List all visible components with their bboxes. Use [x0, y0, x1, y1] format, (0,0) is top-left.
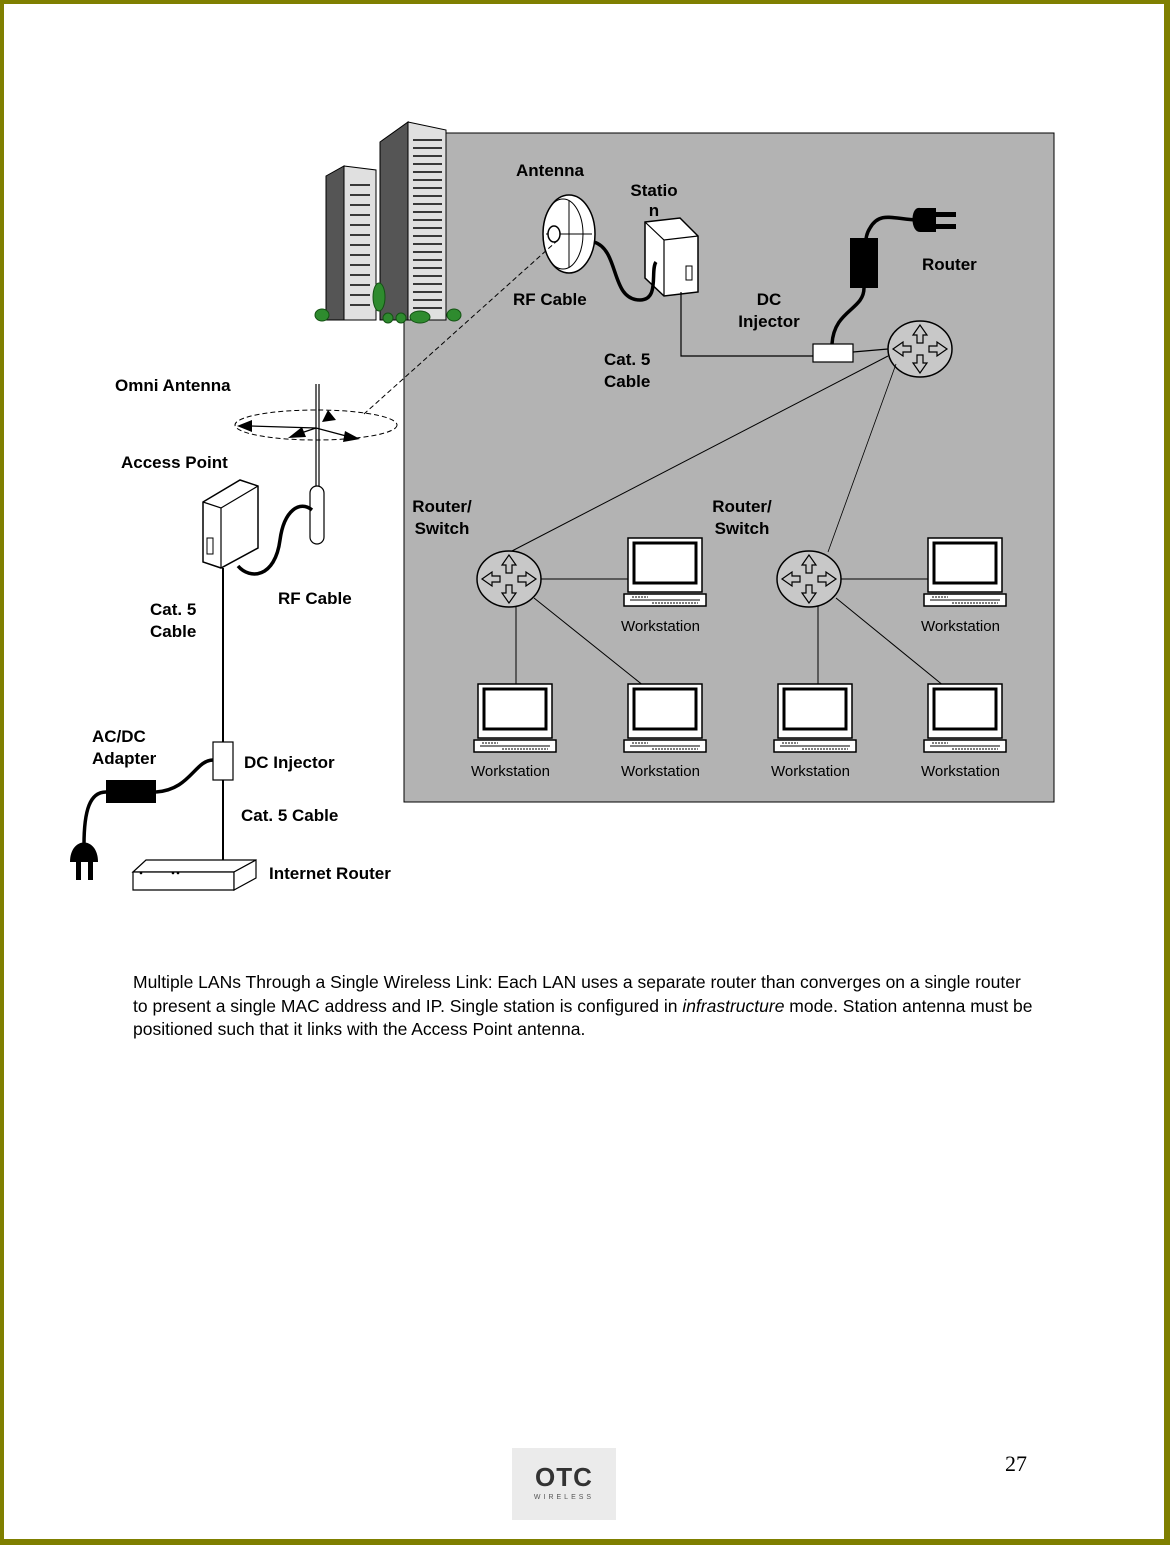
caption-part1: Multiple LANs Through a Single Wireless …: [133, 972, 1021, 1016]
network-diagram: [70, 121, 1055, 892]
router-top-icon: [887, 320, 953, 378]
logo-text: OTC: [535, 1462, 593, 1492]
dc-injector-bottom: [212, 741, 234, 781]
workstation-icon: [772, 682, 858, 754]
link-router-switch-left: [509, 355, 889, 553]
workstation-icon: [622, 682, 708, 754]
access-point-icon: [202, 479, 259, 569]
figure-caption: Multiple LANs Through a Single Wireless …: [133, 971, 1033, 1042]
cat5-cable-station: [680, 292, 813, 357]
page-number: 27: [1005, 1451, 1027, 1476]
router-switch-left-icon: [476, 550, 542, 608]
label-dc-injector-station: DC Injector: [738, 290, 800, 331]
power-plug-icon: [830, 207, 956, 345]
workstation-icon: [622, 536, 708, 608]
label-router-switch-right: Router/ Switch: [712, 497, 772, 538]
otc-wireless-logo: OTC WIRELESS: [512, 1448, 616, 1520]
caption-emphasis: infrastructure: [682, 995, 785, 1016]
acdc-adapter-icon: [70, 758, 214, 880]
dish-antenna-icon: [542, 194, 596, 274]
label-acdc-adapter: AC/DC Adapter: [92, 727, 157, 768]
station-unit-icon: [644, 217, 699, 297]
dc-injector-top: [812, 343, 854, 363]
label-cat5-ap: Cat. 5 Cable: [150, 600, 197, 641]
label-rf-cable-ap: RF Cable: [278, 589, 352, 608]
internet-router-icon: [131, 858, 257, 892]
workstation-label: Workstation: [471, 763, 550, 780]
label-station: Statio n: [630, 181, 678, 220]
label-antenna: Antenna: [516, 161, 584, 180]
workstation-label: Workstation: [921, 763, 1000, 780]
label-router-top: Router: [922, 255, 977, 274]
label-router-switch-left: Router/ Switch: [412, 497, 472, 538]
label-dc-injector-ap: DC Injector: [244, 753, 335, 772]
workstation-icon: [472, 682, 558, 754]
router-switch-right-icon: [776, 550, 842, 608]
lan-left-links: [515, 578, 645, 687]
wireless-link-line: [363, 239, 559, 415]
link-router-switch-right: [827, 363, 897, 553]
label-omni-antenna: Omni Antenna: [115, 376, 231, 395]
label-cat5-station: Cat. 5 Cable: [604, 350, 651, 391]
label-rf-cable-station: RF Cable: [513, 290, 587, 309]
label-cat5-cable-bottom: Cat. 5 Cable: [241, 806, 339, 825]
workstation-label: Workstation: [621, 763, 700, 780]
lan-right-links: [817, 578, 945, 687]
workstation-label: Workstation: [921, 618, 1000, 635]
caption-part2: mode. Station antenna must be positioned…: [133, 995, 1033, 1040]
injector-router-line: [852, 348, 889, 353]
workstation-label: Workstation: [621, 618, 700, 635]
label-access-point: Access Point: [121, 453, 228, 472]
buildings-icon: [314, 121, 462, 324]
workstation-icon: [922, 682, 1008, 754]
workstation-icon: [922, 536, 1008, 608]
rf-cable-ap: [236, 504, 314, 576]
omni-antenna-icon: [234, 384, 398, 545]
logo-subtext: WIRELESS: [533, 1494, 595, 1501]
label-internet-router: Internet Router: [269, 864, 391, 883]
workstation-label: Workstation: [771, 763, 850, 780]
rf-cable-station: [593, 240, 658, 302]
